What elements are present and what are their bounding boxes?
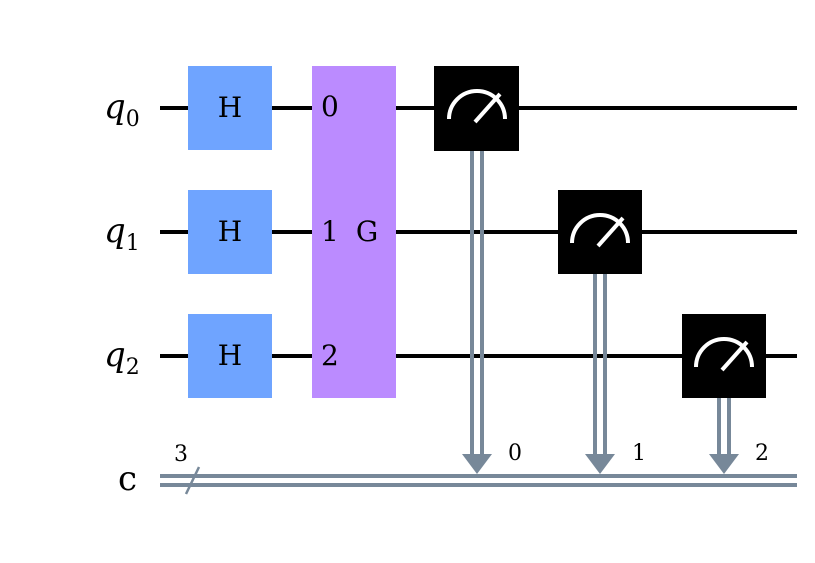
measure-bit-label-0: 0: [508, 441, 522, 466]
g-gate: 0 1 2 G: [312, 66, 396, 398]
measure-gate-2: 2: [682, 314, 769, 474]
measure-gate-1: 1: [558, 190, 646, 474]
measure-gate-0: 0: [434, 66, 522, 474]
h-gate-2: H: [188, 314, 272, 398]
qubit-label-2: q2: [104, 335, 140, 380]
h-gate-1: H: [188, 190, 272, 274]
h-gate-0: H: [188, 66, 272, 150]
g-gate-label: G: [356, 215, 378, 248]
g-gate-input-2: 2: [321, 339, 339, 372]
measure-bit-label-1: 1: [632, 441, 646, 466]
classical-label: c: [118, 459, 137, 499]
classical-bus-width: 3: [174, 442, 188, 467]
qubit-label-1: q1: [104, 211, 140, 256]
h-gate-label: H: [218, 215, 242, 248]
meter-icon: [694, 337, 754, 368]
g-gate-input-1: 1: [321, 215, 339, 248]
qubit-label-0: q0: [104, 87, 140, 132]
measure-bit-label-2: 2: [755, 441, 769, 466]
g-gate-input-0: 0: [321, 90, 339, 123]
h-gate-label: H: [218, 91, 242, 124]
classical-bus-slash: [184, 466, 201, 495]
meter-icon: [570, 213, 630, 244]
meter-icon: [447, 89, 507, 120]
h-gate-label: H: [218, 339, 242, 372]
